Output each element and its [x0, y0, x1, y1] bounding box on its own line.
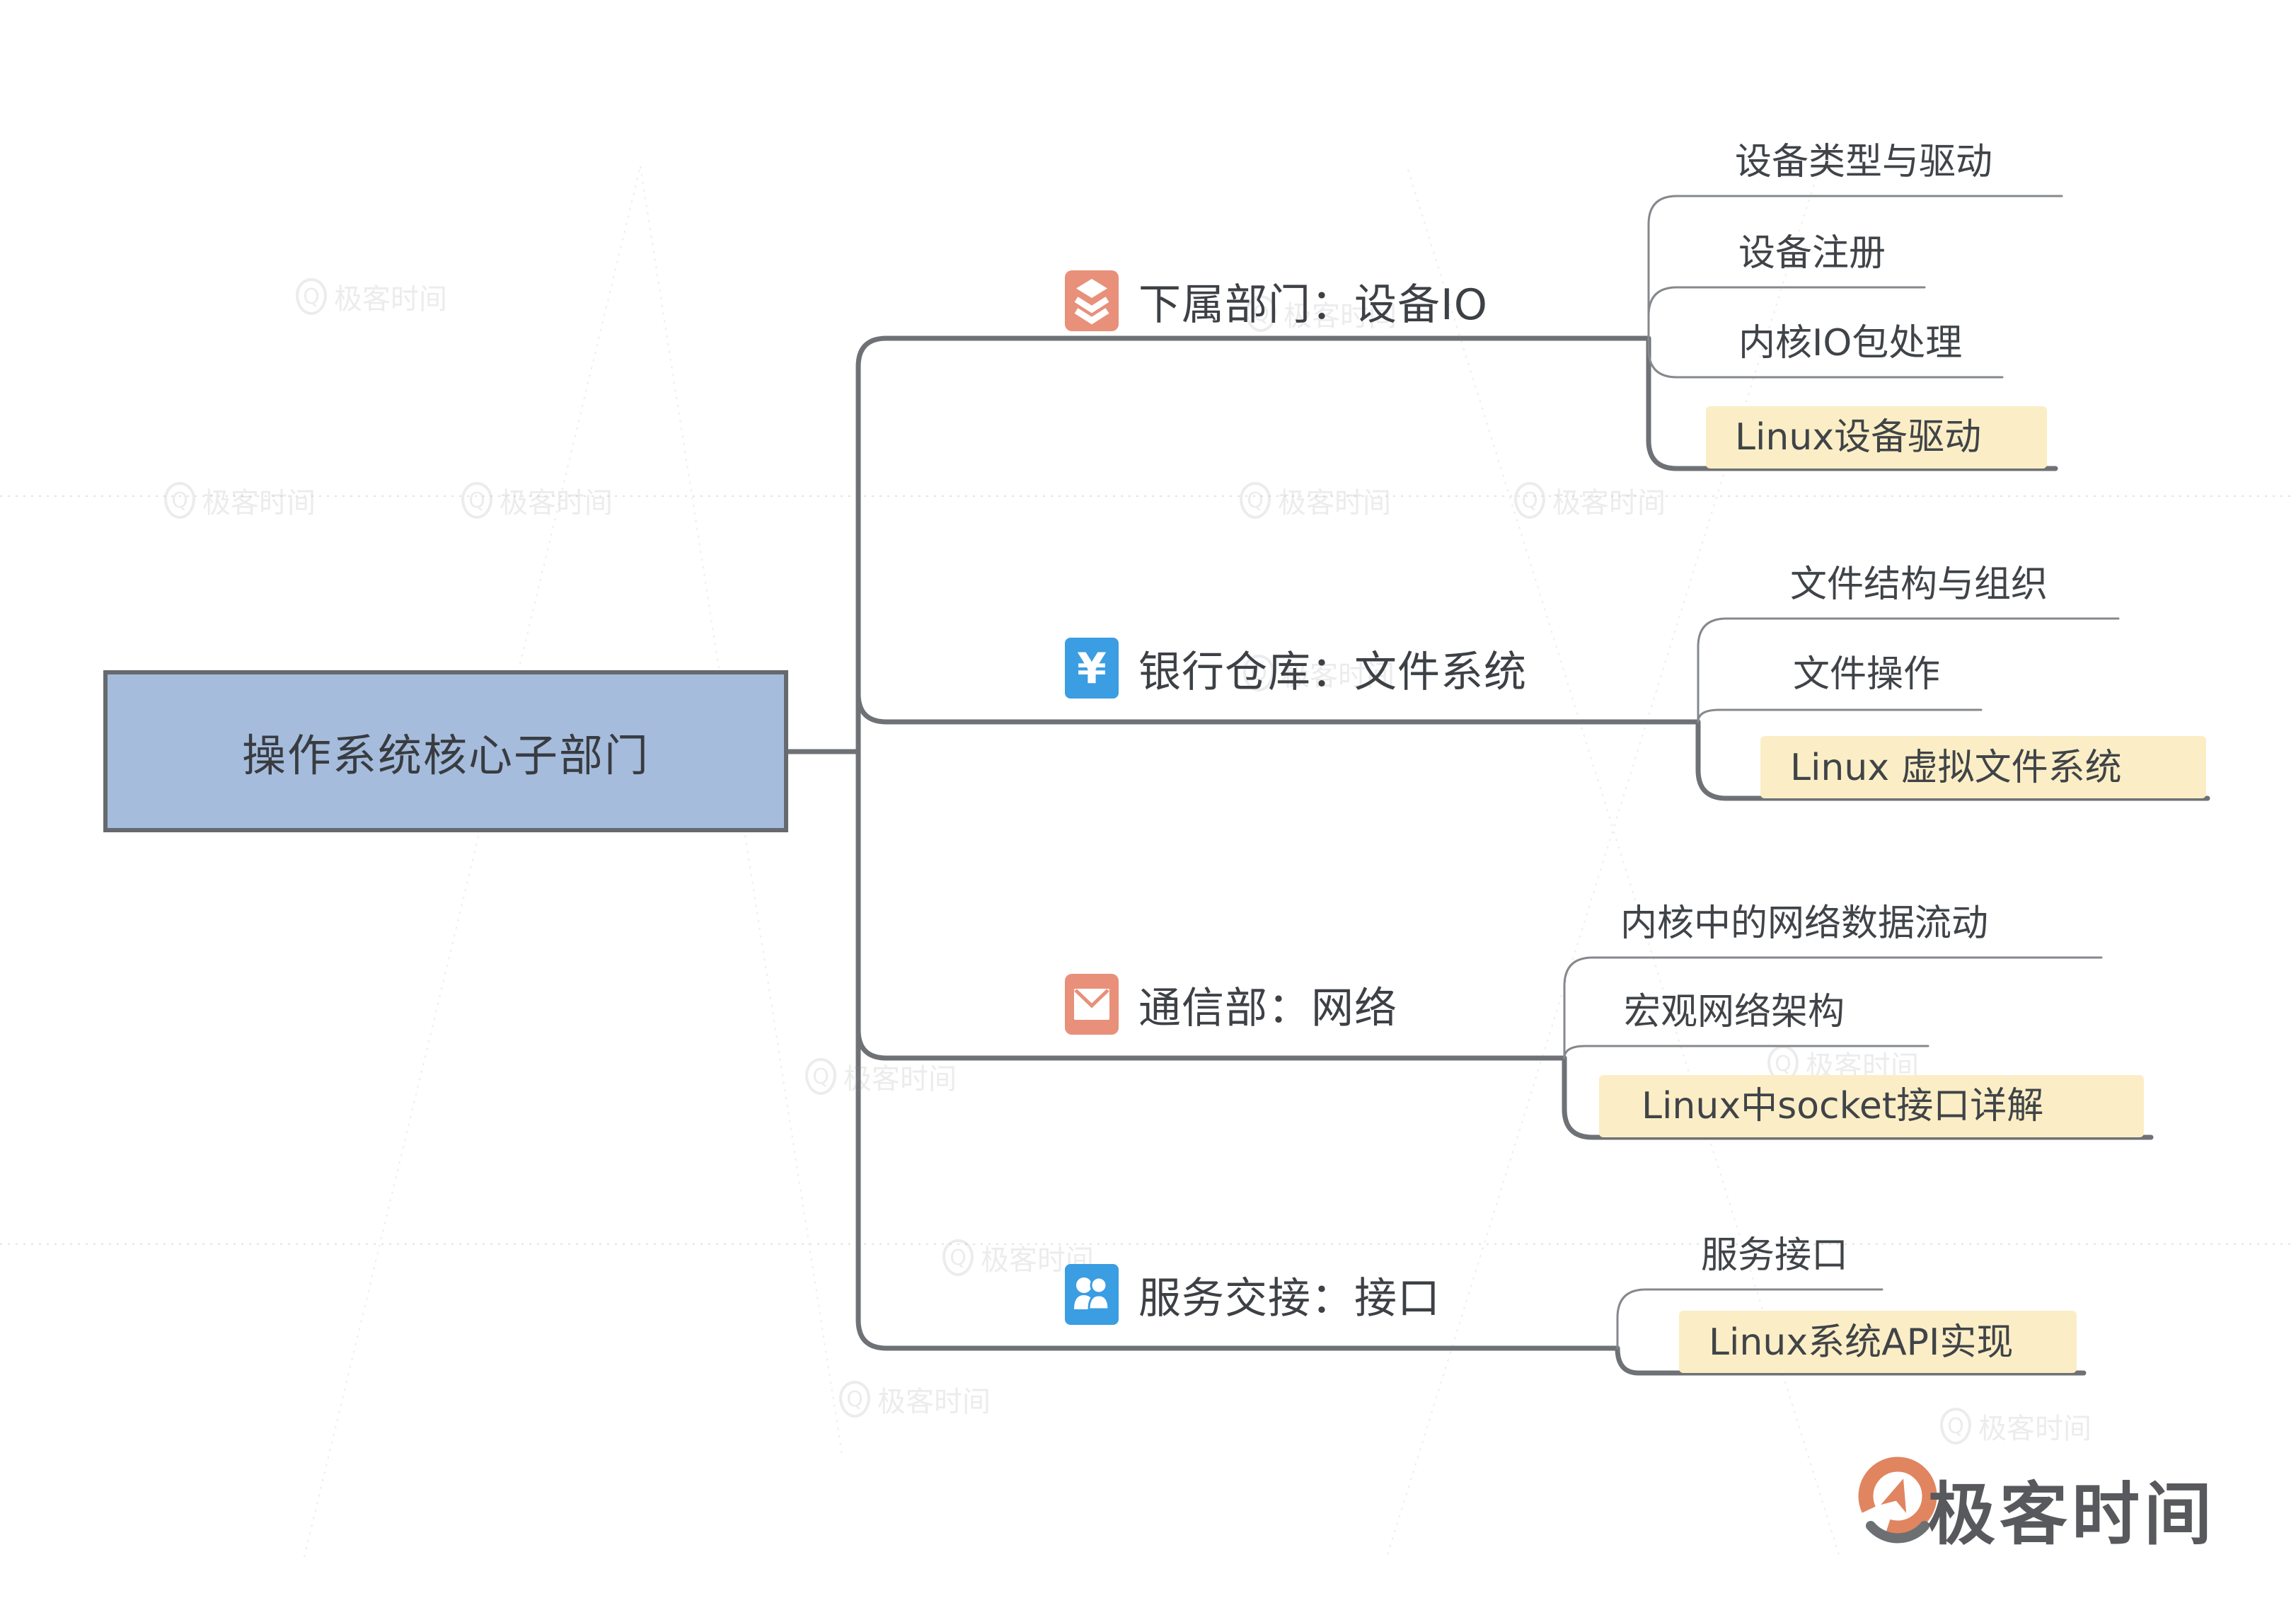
topic-service-interface[interactable]: 服务接口 [1701, 1234, 1849, 1277]
watermark-logo-icon: Q [164, 482, 195, 519]
geektime-logo-icon [1858, 1457, 1937, 1544]
people-icon [1065, 1264, 1119, 1325]
highlight-box [1679, 1311, 2077, 1373]
watermark-logo-icon: Q [805, 1058, 836, 1095]
topic-file-structure[interactable]: 文件结构与组织 [1790, 563, 2048, 606]
topic-linux-driver[interactable]: Linux设备驱动 [1735, 416, 1982, 459]
watermark-logo-icon: Q [942, 1239, 974, 1276]
watermark-logo-icon: Q [1243, 655, 1274, 691]
root-topic-label: 操作系统核心子部门 [241, 729, 650, 781]
topic-kernel-io[interactable]: 内核IO包处理 [1738, 322, 1963, 364]
branch-network[interactable]: 通信部：网络 [1065, 972, 1397, 1036]
watermark-logo-icon: Q [461, 482, 492, 519]
watermark-logo-icon: Q [1245, 295, 1276, 332]
topic-macro-network[interactable]: 宏观网络架构 [1624, 991, 1845, 1033]
watermark-logo-icon: Q [1514, 482, 1545, 519]
highlight-box [1599, 1075, 2144, 1137]
highlight-box [1706, 406, 2047, 469]
topic-device-register[interactable]: 设备注册 [1738, 232, 1886, 275]
branch-title-label: 下属部门：设备IO [1138, 280, 1488, 330]
watermark-logo-icon: Q [296, 278, 327, 315]
branch-interface[interactable]: 服务交接：接口 [1065, 1263, 1441, 1326]
branch-filesystem[interactable]: ¥ 银行仓库：文件系统 [1065, 636, 1527, 700]
topic-linux-vfs[interactable]: Linux 虚拟文件系统 [1790, 747, 2122, 789]
highlight-box [1760, 736, 2206, 798]
layers-icon [1065, 270, 1119, 331]
branch-device-io[interactable]: 下属部门：设备IO [1065, 269, 1488, 333]
geektime-logo-text: 极客时间 [1927, 1475, 2216, 1554]
topic-file-ops[interactable]: 文件操作 [1793, 653, 1941, 696]
geektime-logo [1840, 1442, 1960, 1566]
topic-linux-api[interactable]: Linux系统API实现 [1709, 1321, 2014, 1364]
topic-device-types[interactable]: 设备类型与驱动 [1735, 141, 1993, 183]
root-topic[interactable]: 操作系统核心子部门 [103, 670, 788, 832]
branch-title-label: 服务交接：接口 [1138, 1273, 1441, 1323]
svg-text:¥: ¥ [1077, 644, 1107, 694]
envelope-icon [1065, 974, 1119, 1035]
yuan-icon: ¥ [1065, 638, 1119, 699]
topic-kernel-network-flow[interactable]: 内核中的网络数据流动 [1620, 902, 1989, 945]
watermark-logo-icon: Q [839, 1381, 870, 1418]
watermark-logo-icon: Q [1240, 482, 1271, 519]
branch-title-label: 银行仓库：文件系统 [1138, 647, 1527, 697]
watermark-logo-icon: Q [1940, 1408, 1971, 1444]
topic-linux-socket[interactable]: Linux中socket接口详解 [1642, 1085, 2044, 1127]
branch-title-label: 通信部：网络 [1138, 983, 1397, 1033]
